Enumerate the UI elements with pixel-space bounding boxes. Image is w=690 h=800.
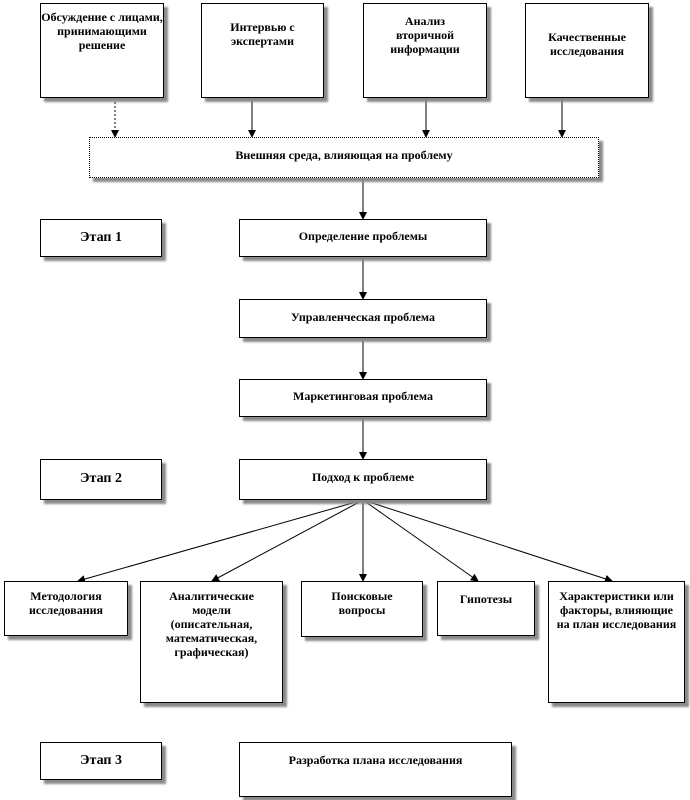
stage-2-box: Этап 2 [40,459,162,500]
marketing-problem-box: Маркетинговая проблема [239,379,487,417]
source-label: Анализ вторичной информации [390,14,460,56]
component-label: Характеристики или факторы, влияющие на … [556,589,677,631]
research-design-box: Разработка плана исследования [239,742,512,797]
arrow-approach-to-models [211,499,364,582]
environment-label: Внешняя среда, влияющая на проблему [235,148,453,162]
stage-label: Этап 1 [80,230,122,245]
design-label: Разработка плана исследования [288,753,463,767]
chain-label: Маркетинговая проблема [293,389,433,403]
source-box-decision-makers: Обсуждение с лицами, принимающими решени… [40,3,164,98]
stage-3-box: Этап 3 [40,742,162,780]
management-problem-box: Управленческая проблема [239,299,487,338]
source-box-expert-interviews: Интервью с экспертами [201,3,324,98]
chain-label: Подход к проблеме [311,470,415,484]
source-label: Интервью с экспертами [230,20,295,48]
problem-definition-box: Определение проблемы [239,219,487,257]
source-label: Обсуждение с лицами, принимающими решени… [41,10,163,52]
chain-label: Определение проблемы [298,229,428,243]
source-box-qualitative-research: Качественные исследования [525,3,649,98]
stage-label: Этап 3 [80,753,122,768]
research-factors-box: Характеристики или факторы, влияющие на … [548,581,685,703]
environment-box: Внешняя среда, влияющая на проблему [89,137,599,178]
component-label: Поисковые вопросы [331,589,393,617]
arrow-approach-to-hypotheses [362,499,479,582]
search-questions-box: Поисковые вопросы [301,581,423,637]
component-label: Методология исследования [28,589,104,617]
hypotheses-box: Гипотезы [437,581,535,636]
component-label: Аналитические модели (описательная, мате… [165,589,258,659]
component-label: Гипотезы [459,592,513,606]
source-label: Качественные исследования [548,30,626,58]
stage-label: Этап 2 [80,471,122,486]
stage-1-box: Этап 1 [40,219,162,257]
methodology-box: Методология исследования [4,581,128,636]
chain-label: Управленческая проблема [291,310,435,324]
approach-box: Подход к проблеме [239,459,487,500]
source-box-secondary-analysis: Анализ вторичной информации [363,3,487,98]
analytical-models-box: Аналитические модели (описательная, мате… [140,581,283,703]
arrow-approach-to-factors [362,499,613,583]
arrow-approach-to-methodology [77,499,364,583]
